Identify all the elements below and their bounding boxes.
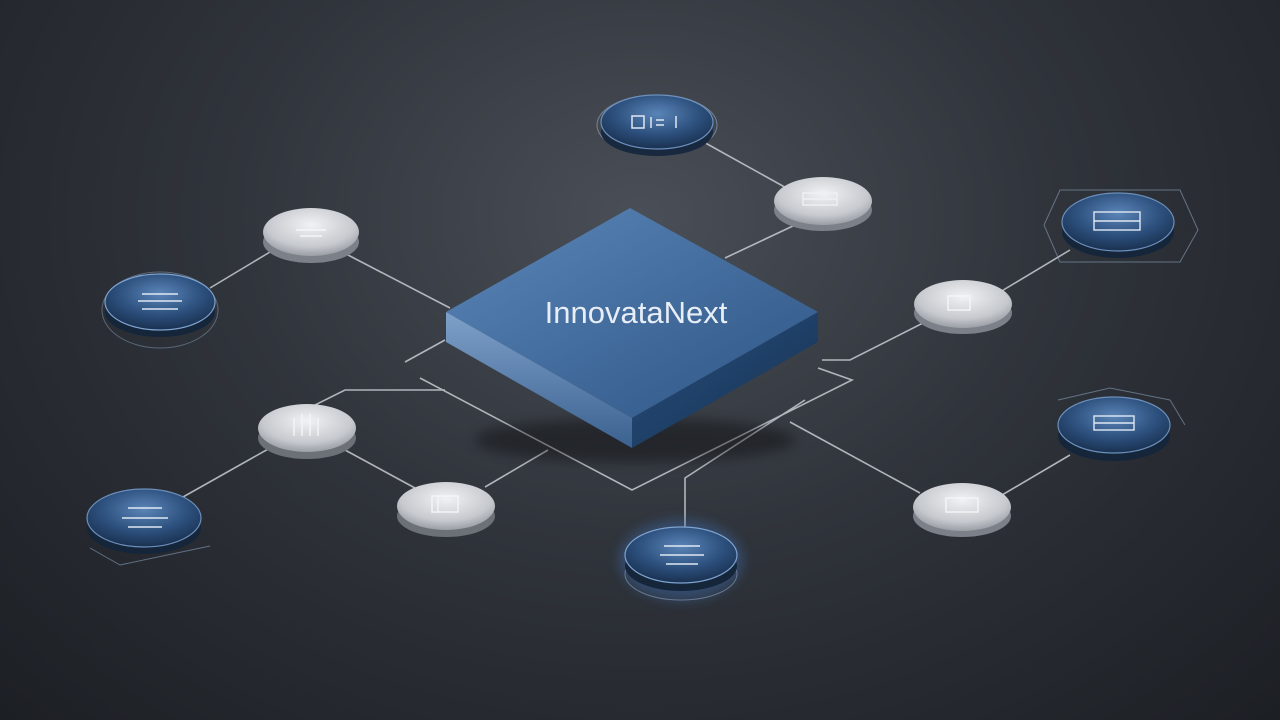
glyph-badge-icon <box>296 229 326 237</box>
glyph-badge-icon <box>945 497 979 513</box>
connector-line <box>347 254 451 309</box>
hub-left-face <box>446 312 632 448</box>
hub-top-face <box>446 208 818 418</box>
node-bottom-left-dark[interactable] <box>86 488 211 566</box>
node-left-light[interactable] <box>263 208 359 263</box>
hub-label: InnovataNext <box>545 295 728 330</box>
connector-line <box>724 224 796 259</box>
hub-block[interactable]: InnovataNext <box>446 208 818 462</box>
glyph-badge-icon <box>631 115 677 129</box>
node-top-light[interactable] <box>774 177 872 231</box>
connector-line <box>404 339 446 363</box>
glyph-badge-icon <box>660 545 704 565</box>
glyph-badge-icon <box>1093 415 1135 431</box>
connector-line <box>344 449 416 489</box>
node-right-dark[interactable] <box>1043 189 1199 263</box>
node-left-dark[interactable] <box>101 271 219 349</box>
node-bottom-right-dark[interactable] <box>1057 387 1186 461</box>
node-bottom-right-light[interactable] <box>913 483 1011 537</box>
connector-line <box>209 251 271 289</box>
glyph-badge-icon <box>122 507 168 528</box>
connector-line <box>789 421 921 494</box>
connector-line <box>684 399 806 530</box>
node-top-dark[interactable] <box>596 94 718 156</box>
node-bottom-center-dark[interactable] <box>619 520 743 601</box>
connector-line <box>822 321 926 361</box>
glyph-badge-icon <box>138 293 182 310</box>
connector-line <box>304 389 445 411</box>
node-right-light[interactable] <box>914 280 1012 334</box>
connector-line <box>182 447 271 498</box>
connector-line <box>1001 454 1071 496</box>
node-bottom-center-light[interactable] <box>397 482 495 537</box>
glyph-badge-icon <box>947 295 971 311</box>
glyph-badge-icon <box>431 495 459 513</box>
node-mid-left-light[interactable] <box>258 404 356 459</box>
connector-line <box>999 249 1071 293</box>
glyph-badge-icon <box>802 192 838 206</box>
glyph-badge-icon <box>1093 211 1141 231</box>
connector-line <box>699 139 791 191</box>
hub-right-face <box>632 312 818 448</box>
glyph-badge-icon <box>293 414 319 436</box>
